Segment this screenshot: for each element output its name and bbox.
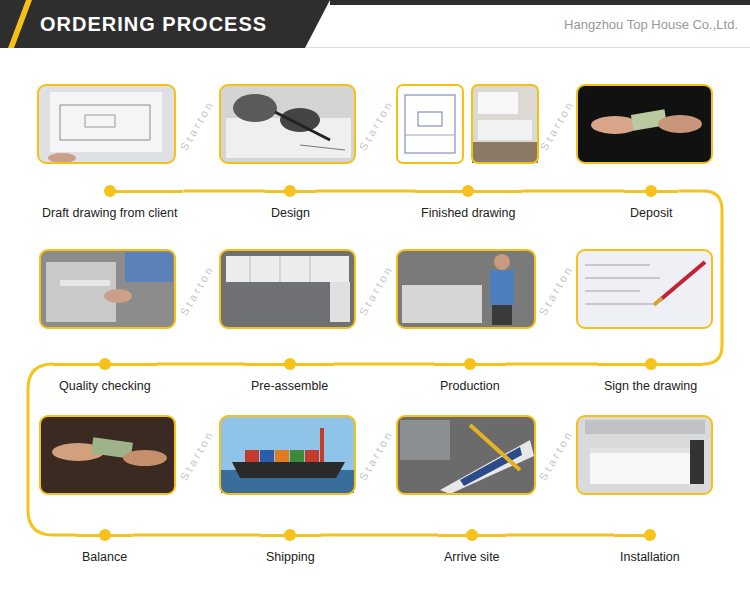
step-label: Production	[440, 378, 500, 394]
watermark: Starton	[357, 263, 396, 318]
flow-dot	[284, 529, 296, 541]
watermark: Starton	[537, 263, 576, 318]
watermark: Starton	[537, 428, 576, 483]
step-label: Draft drawing from client	[42, 205, 177, 221]
flow-line	[506, 534, 614, 537]
process-step: Quality checking	[53, 356, 157, 394]
step-label: Arrive site	[444, 549, 500, 565]
step-label: Quality checking	[59, 378, 151, 394]
process-step: Sign the drawing	[598, 356, 703, 394]
process-step: Draft drawing from client	[36, 183, 183, 221]
flow-dot	[645, 358, 657, 370]
step-label: Shipping	[266, 549, 315, 565]
flow-dot	[284, 358, 296, 370]
flow-dot	[644, 529, 656, 541]
flow-dot	[99, 358, 111, 370]
flow-line	[522, 190, 625, 193]
step-label: Sign the drawing	[604, 378, 697, 394]
step-label: Design	[271, 205, 310, 221]
page-title: ORDERING PROCESS	[40, 12, 267, 36]
flow-dot	[99, 529, 111, 541]
flow-dot	[284, 185, 296, 197]
step-label: Deposit	[630, 205, 672, 221]
flow-line	[334, 363, 434, 366]
step-label: Balance	[82, 549, 127, 565]
flow-dot	[462, 185, 474, 197]
watermark: Starton	[357, 428, 396, 483]
step-label: Installation	[620, 549, 680, 565]
process-step: Production	[434, 356, 506, 394]
flow-dot	[464, 358, 476, 370]
step-label: Finished drawing	[421, 205, 516, 221]
process-step: Pre-assemble	[245, 356, 334, 394]
watermark: Starton	[357, 98, 396, 153]
process-step: Shipping	[260, 527, 321, 565]
flow-line	[506, 363, 598, 366]
flow-line	[133, 534, 260, 537]
flow-line	[321, 534, 438, 537]
watermark: Starton	[538, 98, 577, 153]
flow-dot	[104, 185, 116, 197]
flow-dot	[466, 529, 478, 541]
watermark: Starton	[178, 428, 217, 483]
flow-bar	[110, 190, 184, 193]
process-step: Finished drawing	[415, 183, 522, 221]
flow-line	[678, 191, 722, 364]
flow-line	[183, 190, 265, 193]
flow-line	[316, 190, 415, 193]
process-step: Deposit	[624, 183, 678, 221]
process-step: Installation	[614, 527, 686, 565]
process-step: Arrive site	[438, 527, 506, 565]
flow-line	[157, 363, 245, 366]
step-label: Pre-assemble	[251, 378, 328, 394]
process-step: Design	[265, 183, 316, 221]
company-name: Hangzhou Top House Co.,Ltd.	[564, 17, 738, 33]
process-step: Balance	[76, 527, 133, 565]
watermark: Starton	[178, 263, 217, 318]
flow-dot	[645, 185, 657, 197]
watermark: Starton	[178, 98, 217, 153]
